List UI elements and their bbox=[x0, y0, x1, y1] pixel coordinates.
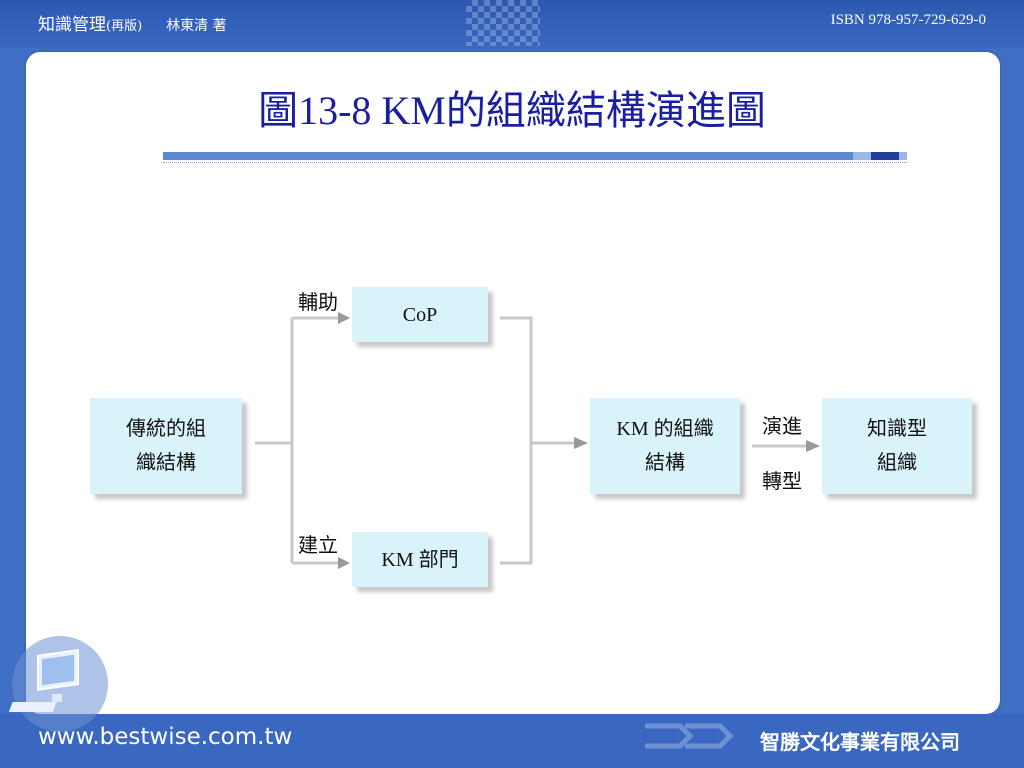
footer-bar bbox=[0, 714, 1024, 768]
arrowhead-km-org bbox=[574, 437, 588, 449]
book-author: 林東清 著 bbox=[166, 18, 227, 34]
arrowhead-knowledge-org bbox=[806, 440, 820, 452]
header-checker-decoration bbox=[466, 0, 540, 46]
box-km-org-line1: KM 的組織 bbox=[616, 418, 714, 440]
footer-publisher: 智勝文化事業有限公司 bbox=[760, 730, 960, 754]
box-knowledge-org-line1: 知識型 bbox=[867, 418, 927, 440]
arrowhead-cop bbox=[338, 312, 350, 324]
box-km-department: KM 部門 bbox=[352, 532, 488, 587]
connector-cop-out bbox=[500, 316, 533, 443]
book-title: 知識管理 bbox=[38, 15, 106, 35]
box-traditional-structure: 傳統的組織結構 bbox=[90, 398, 242, 494]
computer-monitor-icon bbox=[8, 636, 108, 732]
box-km-dept-label: KM 部門 bbox=[381, 548, 459, 571]
arrowhead-km-dept bbox=[338, 557, 350, 569]
header-book-info: 知識管理(再版) 林東清 著 bbox=[38, 10, 227, 35]
connector-km-dept-out bbox=[500, 443, 533, 565]
footer-arrow-decoration bbox=[645, 723, 734, 749]
box-knowledge-org-line2: 組織 bbox=[877, 452, 917, 474]
header-bar bbox=[0, 0, 1024, 48]
box-km-org-structure: KM 的組織結構 bbox=[590, 398, 740, 494]
slide-title: 圖13-8 KM的組織結構演進圖 bbox=[258, 88, 766, 133]
box-km-org-line2: 結構 bbox=[644, 452, 685, 474]
book-edition: (再版) bbox=[106, 19, 143, 34]
label-assist: 輔助 bbox=[298, 292, 338, 314]
label-transform: 轉型 bbox=[762, 471, 802, 493]
isbn-text: ISBN 978-957-729-629-0 bbox=[830, 12, 986, 28]
label-establish: 建立 bbox=[298, 535, 338, 557]
box-knowledge-org: 知識型組織 bbox=[822, 398, 972, 494]
box-traditional-line1: 傳統的組 bbox=[126, 418, 206, 440]
footer-url: www.bestwise.com.tw bbox=[38, 724, 293, 750]
label-evolve: 演進 bbox=[762, 416, 802, 438]
title-dotted-rule bbox=[163, 162, 907, 163]
box-cop: CoP bbox=[352, 287, 488, 342]
title-rule bbox=[163, 152, 907, 160]
box-traditional-line2: 織結構 bbox=[136, 452, 196, 474]
box-cop-label: CoP bbox=[402, 303, 438, 326]
